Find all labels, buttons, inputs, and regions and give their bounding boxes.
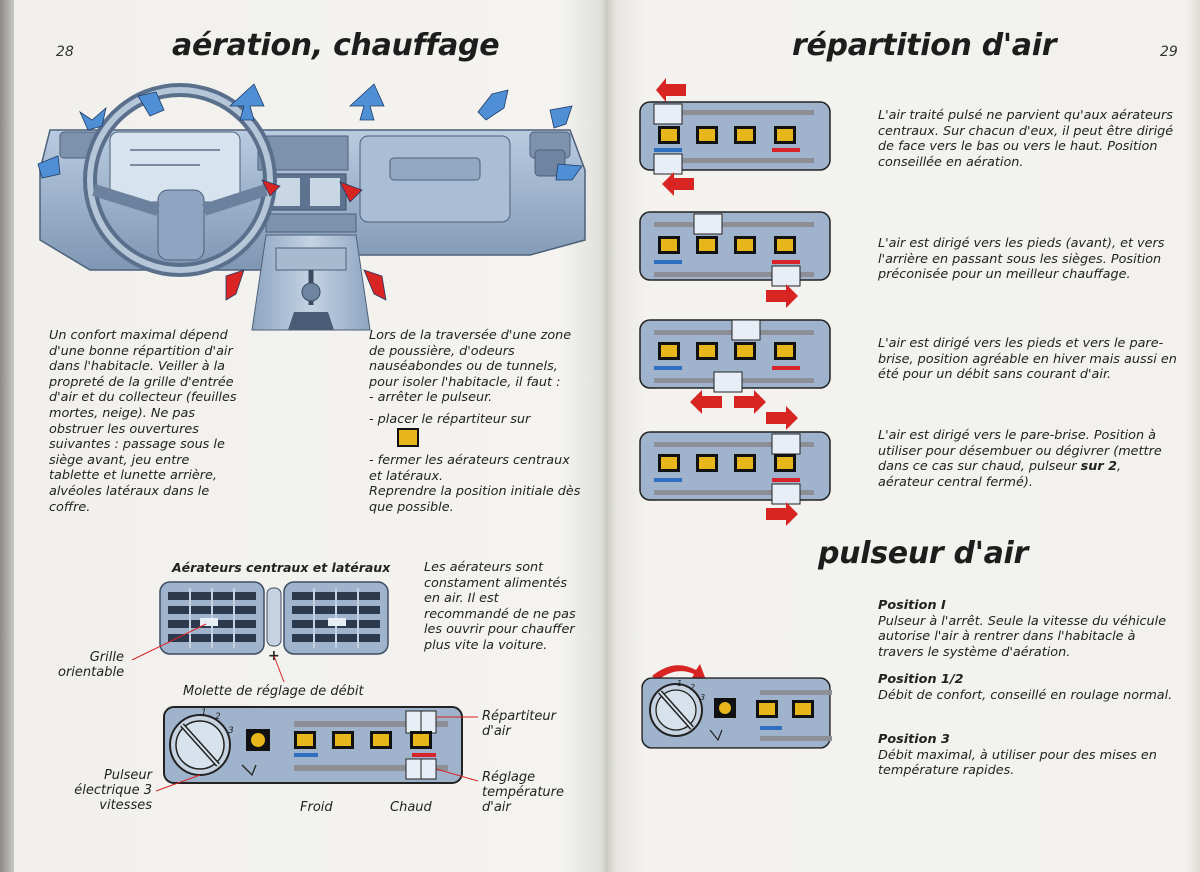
distribution-text-2: L'air est dirigé vers les pieds (avant),… (878, 236, 1165, 283)
distribution-text-1: L'air traité pulsé ne parvient qu'aux aé… (878, 108, 1174, 170)
left-page: 28 aération, chauffage (0, 0, 606, 872)
intro-paragraph: Un confort maximal dépend d'une bonne ré… (49, 328, 237, 515)
book-binding (0, 0, 14, 872)
dial-mark-3: 3 (228, 726, 234, 736)
position-2-block: Position 1/2 Débit de confort, conseillé… (878, 672, 1178, 703)
position-3-block: Position 3 Débit maximal, à utiliser pou… (878, 732, 1178, 779)
molette-label: Molette de réglage de débit (183, 684, 364, 699)
distribution-diagram-1 (639, 78, 831, 196)
vents-heading: Aérateurs centraux et latéraux (172, 560, 391, 575)
distribution-diagram-4 (639, 406, 831, 526)
page-title-left: aération, chauffage (172, 28, 500, 63)
reglage-label: Réglage température d'air (482, 770, 564, 815)
dashboard-illustration (37, 83, 586, 331)
position-1-block: Position I Pulseur à l'arrêt. Seule la v… (878, 598, 1178, 660)
position-3-name: Position 3 (878, 732, 950, 747)
pulseur-dial-mark-3: 3 (700, 693, 705, 702)
chaud-label: Chaud (390, 800, 432, 815)
page-number-right: 29 (1160, 44, 1178, 60)
grille-label: Grille orientable (58, 650, 125, 680)
page-number-left: 28 (56, 44, 74, 60)
pulseur-dial-mark-1: 1 (677, 679, 682, 688)
pulseur-dial-diagram: 1 2 3 (644, 664, 832, 756)
pulseur-title: pulseur d'air (818, 536, 1028, 571)
vents-paragraph: Les aérateurs sont constament alimentés … (424, 560, 576, 653)
dial-mark-2: 2 (215, 712, 221, 722)
svg-text:+: + (268, 648, 280, 664)
distribution-diagram-3 (639, 319, 831, 414)
distribution-text-3: L'air est dirigé vers les pieds et vers … (878, 336, 1177, 383)
froid-label: Froid (300, 800, 333, 815)
dust-item-3: - fermer les aérateurs centraux et latér… (369, 453, 570, 484)
position-3-text: Débit maximal, à utiliser pour des mises… (878, 747, 1157, 779)
pulseur-dial-mark-2: 2 (690, 683, 695, 692)
right-page: répartition d'air 29 L'air traité pulsé … (606, 0, 1200, 872)
position-2-text: Débit de confort, conseillé en roulage n… (878, 687, 1173, 703)
distribution-text-4: L'air est dirigé vers le pare-brise. Pos… (878, 428, 1162, 490)
control-panel-illustration: 1 2 3 (155, 706, 479, 792)
pulseur-label: Pulseur électrique 3 vitesses (74, 768, 152, 813)
repartiteur-label: Répartiteur d'air (482, 709, 556, 739)
dust-outro: Reprendre la position initiale dès que p… (369, 484, 581, 515)
dial-mark-1: 1 (201, 708, 207, 718)
dust-lead: Lors de la traversée d'une zone de pouss… (369, 328, 572, 390)
page-title-right: répartition d'air (792, 28, 1057, 63)
distribution-diagram-2 (639, 211, 831, 308)
position-1-name: Position I (878, 598, 946, 613)
dust-instructions: Lors de la traversée d'une zone de pouss… (369, 328, 584, 516)
position-1-text: Pulseur à l'arrêt. Seule la vitesse du v… (878, 613, 1167, 660)
position-2-name: Position 1/2 (878, 672, 964, 687)
dust-item-1: - arrêter le pulseur. (369, 390, 493, 406)
windshield-mode-icon (397, 427, 419, 447)
dust-item-2: - placer le répartiteur sur (369, 411, 531, 427)
vents-illustration: + (131, 581, 389, 683)
